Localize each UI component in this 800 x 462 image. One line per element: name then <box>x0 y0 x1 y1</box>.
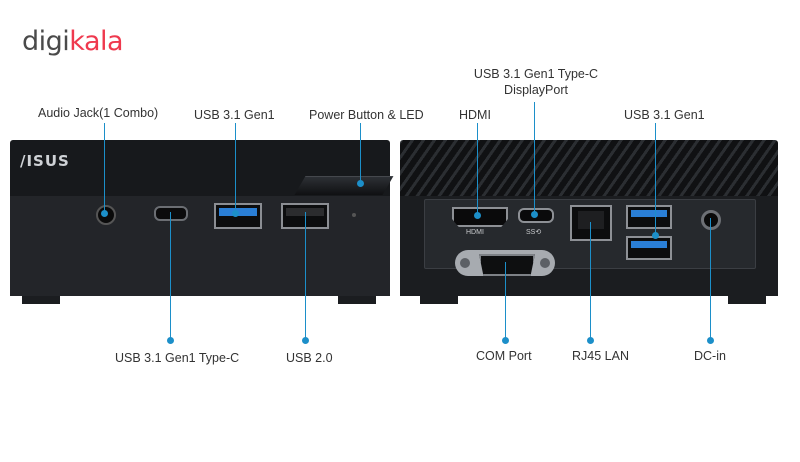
label-com-port: COM Port <box>476 349 532 363</box>
leader-dot-power <box>357 180 364 187</box>
rj45-port <box>570 205 612 241</box>
digikala-logo: digikala <box>22 26 124 57</box>
leader-dot-com <box>502 337 509 344</box>
front-foot-left <box>22 296 60 304</box>
label-typec-dp-line1: USB 3.1 Gen1 Type-C <box>473 67 599 81</box>
leader-dot-usb20 <box>302 337 309 344</box>
led-indicator <box>352 213 356 217</box>
leader-com <box>505 262 506 340</box>
front-panel <box>10 196 390 296</box>
leader-usb31-front <box>235 123 236 213</box>
label-dc-in: DC-in <box>694 349 726 363</box>
usb31-port-back-bottom <box>626 236 672 260</box>
usb31-port-front <box>214 203 262 229</box>
leader-dot-usb31-back <box>652 232 659 239</box>
label-usb31-back: USB 3.1 Gen1 <box>624 108 705 122</box>
back-foot-right <box>728 296 766 304</box>
leader-dot-dcin <box>707 337 714 344</box>
leader-audio <box>104 123 105 213</box>
hdmi-print: HDMI <box>466 229 484 236</box>
leader-usb20 <box>305 212 306 340</box>
label-usb31-front: USB 3.1 Gen1 <box>194 108 275 122</box>
asus-logo: /ISUS <box>20 152 70 170</box>
label-typec-dp-line2: DisplayPort <box>504 83 568 97</box>
leader-dot-typec-dp <box>531 211 538 218</box>
leader-dot-hdmi <box>474 212 481 219</box>
label-rj45-lan: RJ45 LAN <box>572 349 629 363</box>
dc-in-port <box>701 210 721 230</box>
leader-power <box>360 123 361 183</box>
leader-usbc-front <box>170 212 171 340</box>
label-usb20: USB 2.0 <box>286 351 333 365</box>
usb31-port-back-top <box>626 205 672 229</box>
typec-print: SS⟲ <box>526 229 542 236</box>
leader-usb31-back <box>655 123 656 235</box>
power-button <box>294 176 394 195</box>
label-audio-jack: Audio Jack(1 Combo) <box>38 106 159 120</box>
leader-dot-audio <box>101 210 108 217</box>
leader-typec-dp <box>534 102 535 214</box>
back-foot-left <box>420 296 458 304</box>
usb-c-port-front <box>154 206 188 221</box>
leader-dcin <box>710 218 711 340</box>
leader-hdmi <box>477 123 478 215</box>
label-power-button: Power Button & LED <box>309 108 424 122</box>
leader-lan <box>590 222 591 340</box>
front-foot-right <box>338 296 376 304</box>
leader-dot-lan <box>587 337 594 344</box>
label-hdmi: HDMI <box>459 108 491 122</box>
leader-dot-usbc-front <box>167 337 174 344</box>
back-vent-grill <box>400 140 778 196</box>
label-usbc-front: USB 3.1 Gen1 Type-C <box>115 351 240 365</box>
leader-dot-usb31-front <box>232 210 239 217</box>
